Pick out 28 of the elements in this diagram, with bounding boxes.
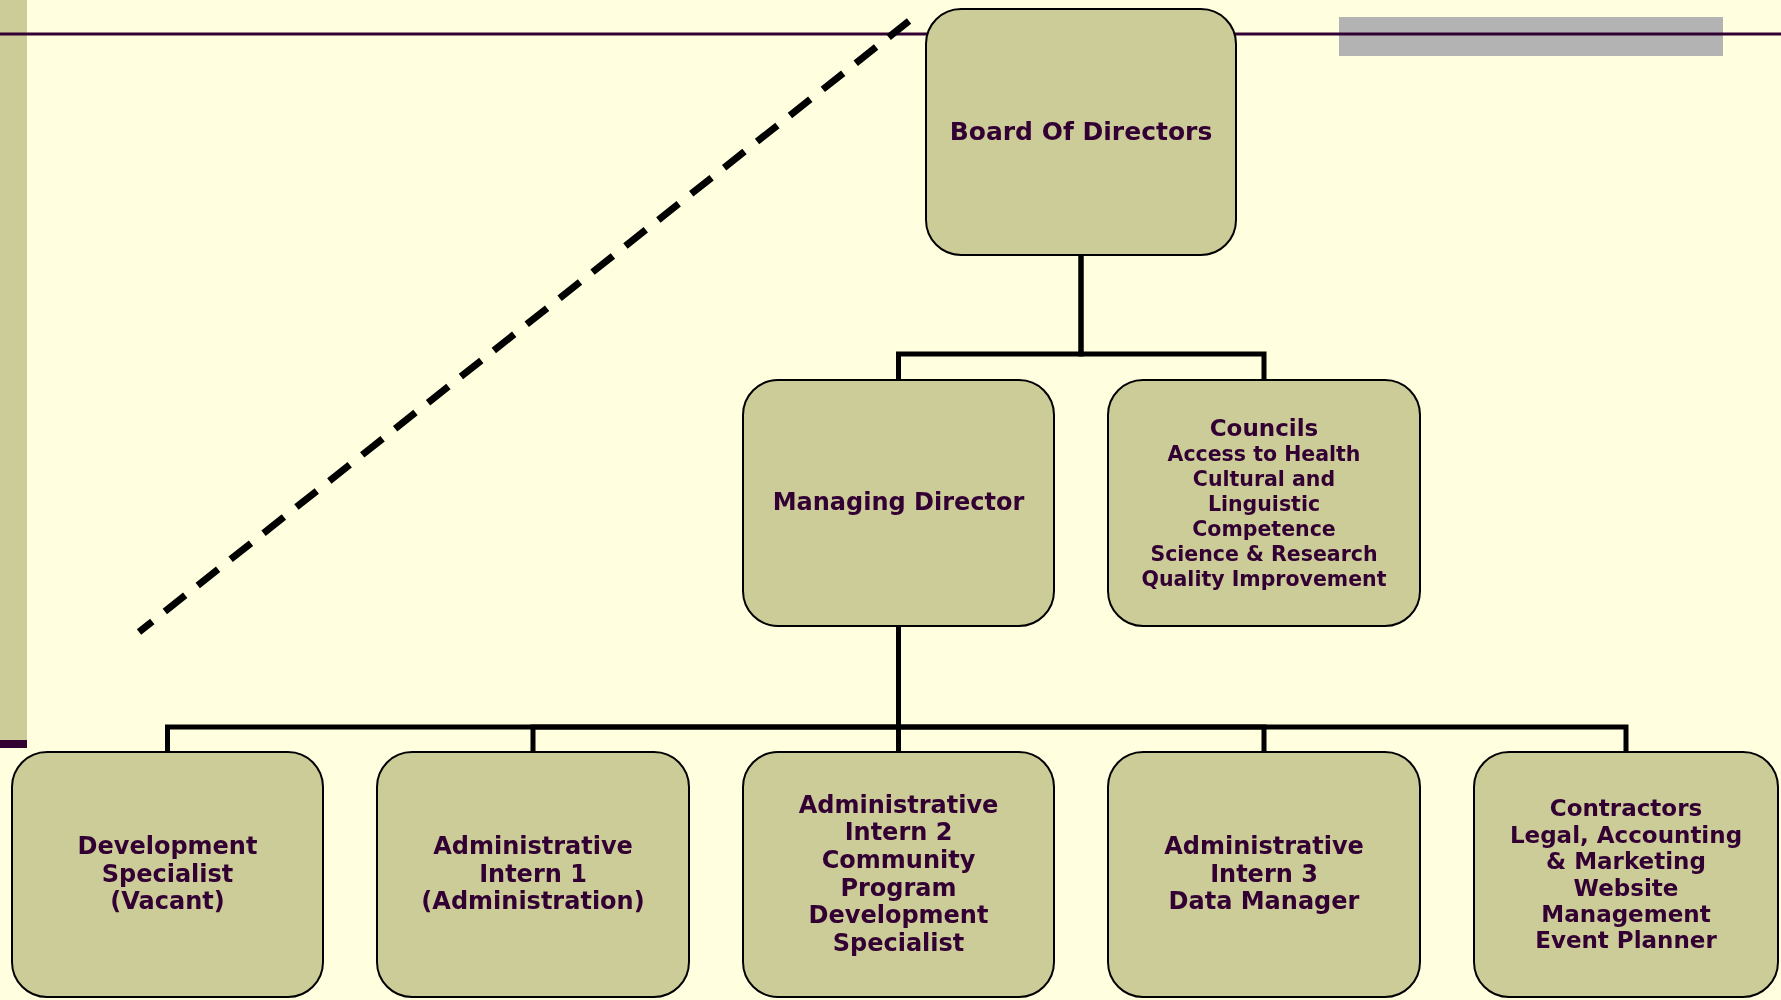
role-detail: Access to Health xyxy=(1167,442,1361,467)
connector-line xyxy=(1078,256,1267,379)
role-title: Managing Director xyxy=(772,489,1025,517)
role-detail: Legal, Accounting & Marketing xyxy=(1508,821,1744,875)
org-box xyxy=(925,8,1237,256)
role-title: Development Specialist xyxy=(76,833,259,889)
role-title: Administrative Intern 2 xyxy=(797,791,1000,847)
org-box xyxy=(742,751,1055,998)
role-detail: Science & Research xyxy=(1150,542,1378,567)
role-detail: Website Management xyxy=(1540,874,1712,928)
org-box xyxy=(1473,751,1779,998)
role-detail: Data Manager xyxy=(1168,888,1360,916)
org-box xyxy=(1107,379,1421,627)
org-box xyxy=(11,751,324,998)
role-detail: (Vacant) xyxy=(110,888,225,916)
role-title: Administrative Intern 1 xyxy=(432,833,634,889)
org-box xyxy=(376,751,690,998)
role-detail: Event Planner xyxy=(1535,927,1717,954)
role-title: Contractors xyxy=(1549,795,1703,822)
role-title: Councils xyxy=(1209,413,1319,442)
role-title: Board Of Directors xyxy=(949,117,1213,147)
role-detail: Community Program Development Specialist xyxy=(807,846,990,958)
org-box xyxy=(1107,751,1421,998)
org-box xyxy=(742,379,1055,627)
role-detail: Cultural and Linguistic Competence xyxy=(1191,467,1337,542)
role-title: Administrative Intern 3 xyxy=(1163,833,1365,889)
role-detail: (Administration) xyxy=(421,888,645,916)
role-detail: Quality Improvement xyxy=(1141,567,1387,592)
